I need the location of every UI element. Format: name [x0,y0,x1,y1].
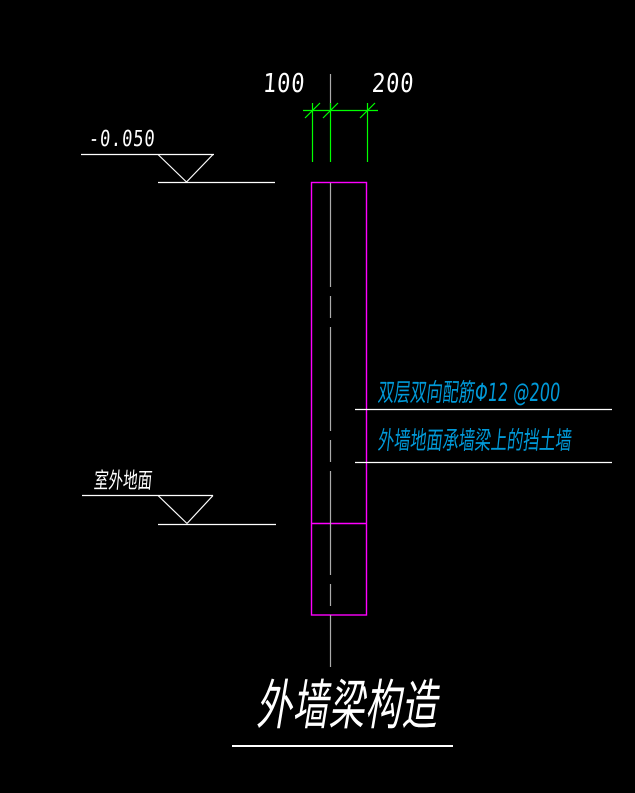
dimension-value-100: 100 [261,69,307,99]
wall-beam-outline [310,181,368,616]
dimension-tick-left [304,102,321,119]
elevation-upper-triangle-right [186,154,214,183]
dimension-value-200: 200 [370,69,416,99]
elevation-label-outdoor-ground: 室外地面 [92,469,154,494]
elevation-lower-triangle-left [157,495,188,524]
elevation-upper-triangle-left [157,154,187,183]
elevation-lower-triangle-right [186,495,214,524]
elevation-value-beam-top: -0.050 [87,127,157,152]
dimension-tick-middle [322,102,339,119]
drawing-title: 外墙梁构造 [256,674,438,737]
annotation-wall-note: 外墙地面承墙梁上的挡土墙 [376,426,574,455]
dimension-tick-right [359,102,376,119]
annotation-rebar-note: 双层双向配筋Φ12 @200 [376,378,562,407]
